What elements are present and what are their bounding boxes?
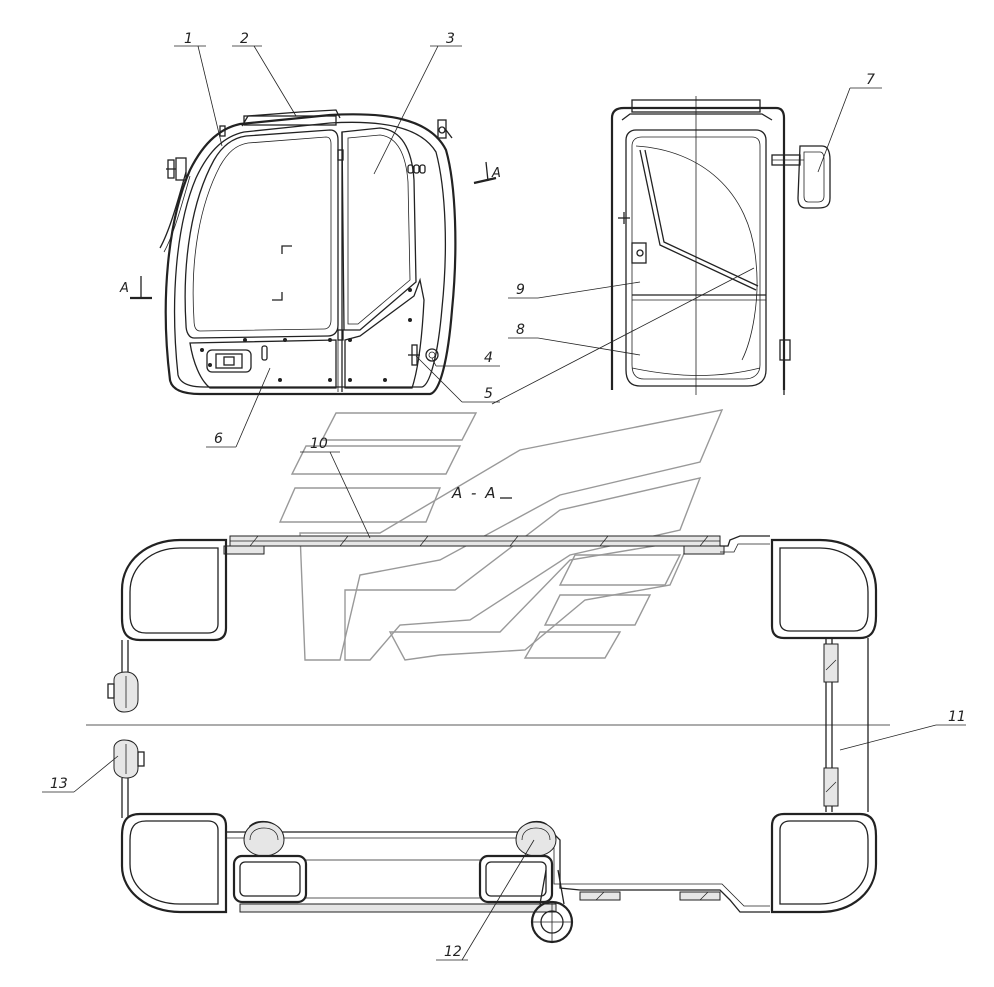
door-right-profile bbox=[478, 854, 554, 904]
vent-icons bbox=[407, 164, 426, 174]
lower-side-panel bbox=[189, 339, 337, 389]
callout-6: 6 bbox=[214, 431, 223, 447]
door-hinge bbox=[530, 869, 574, 944]
callout-11: 11 bbox=[948, 709, 966, 725]
cab-side-view: A A bbox=[119, 109, 501, 396]
callout-2: 2 bbox=[240, 31, 249, 47]
watermark-logo bbox=[278, 409, 724, 661]
lock-knob bbox=[425, 348, 439, 362]
rear-mirror bbox=[771, 145, 831, 209]
callout-1: 1 bbox=[184, 31, 193, 47]
callout-13: 13 bbox=[50, 776, 68, 792]
section-marker-left: A bbox=[119, 281, 129, 296]
rear-window-frame bbox=[625, 129, 767, 387]
left-top-pillar bbox=[120, 538, 228, 642]
callout-8: 8 bbox=[516, 322, 525, 338]
callout-9: 9 bbox=[516, 282, 525, 298]
door-left-profile bbox=[232, 854, 308, 904]
right-top-pillar bbox=[770, 538, 878, 640]
left-bottom-pillar bbox=[120, 812, 228, 914]
section-a-a: А - А bbox=[86, 484, 890, 944]
callout-3: 3 bbox=[446, 31, 455, 47]
front-glass-frame bbox=[184, 129, 339, 339]
callout-5: 5 bbox=[484, 386, 493, 402]
bottom-glass-strip bbox=[239, 903, 557, 913]
rivets bbox=[200, 288, 412, 382]
callout-4: 4 bbox=[484, 350, 493, 366]
side-seal-upper bbox=[823, 643, 839, 683]
callout-7: 7 bbox=[866, 72, 875, 88]
door-handle-plate bbox=[206, 349, 252, 373]
cab-outer-frame bbox=[164, 113, 457, 396]
callout-12: 12 bbox=[444, 944, 462, 960]
mirror-bracket bbox=[159, 157, 191, 253]
callout-leaders bbox=[42, 45, 966, 961]
callout-10: 10 bbox=[310, 436, 328, 452]
cab-rear-view bbox=[610, 96, 831, 395]
callout-labels: 1 2 3 4 5 6 7 8 9 10 11 12 13 bbox=[50, 31, 966, 960]
section-title: А - А bbox=[451, 484, 497, 502]
section-marker-right: A bbox=[491, 166, 501, 181]
rear-wiper bbox=[639, 149, 759, 291]
door-frame bbox=[341, 127, 417, 331]
right-bottom-pillar bbox=[770, 812, 878, 914]
